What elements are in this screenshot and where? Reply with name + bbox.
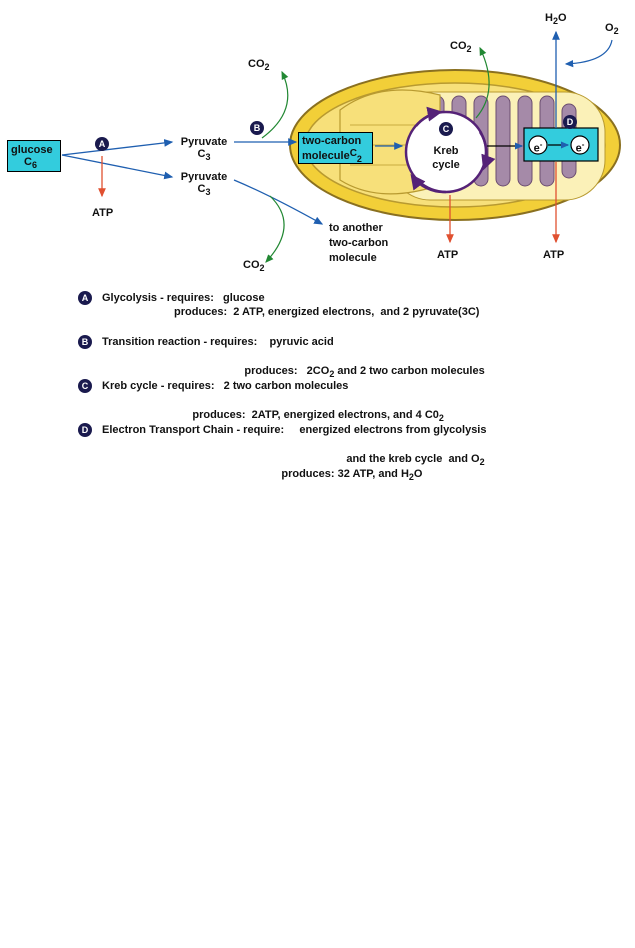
pyruvate-top-subscript: 3	[205, 152, 211, 163]
legend-item-transition: B Transition reaction - requires: pyruvi…	[78, 334, 618, 380]
two-carbon-subscript: 2	[356, 154, 362, 165]
legend-item-etc: D Electron Transport Chain - require: en…	[78, 422, 618, 483]
glucose-formula: C	[24, 156, 32, 168]
electron-left: e-	[533, 140, 543, 155]
co2-krebs: CO2	[450, 40, 472, 55]
legend-item-krebs: C Kreb cycle - requires: 2 two carbon mo…	[78, 378, 618, 424]
legend-badge-d: D	[78, 422, 92, 437]
badge-d: D	[563, 115, 577, 129]
pyruvate-bottom-subscript: 3	[205, 187, 211, 198]
pyruvate-bottom: Pyruvate C3	[176, 171, 232, 198]
two-carbon-box: two-carbon moleculeC2	[298, 132, 373, 164]
pyruvate-bottom-label: Pyruvate	[180, 171, 228, 183]
pyruvate-top-formula: C	[197, 148, 206, 160]
legend-etc-requires: Electron Transport Chain - require: ener…	[102, 423, 487, 436]
legend-transition-produces: produces: 2CO2 and 2 two carbon molecule…	[244, 365, 485, 380]
two-carbon-line2: molecule	[302, 150, 350, 162]
glucose-subscript: 6	[31, 160, 37, 171]
electron-right: e-	[575, 140, 585, 155]
co2-transition-bottom: CO2	[243, 259, 265, 274]
cellular-respiration-diagram: glucose C6 A B C D ATP Pyruvate C3 Pyruv…	[0, 0, 635, 290]
legend: A Glycolysis - requires: glucose produce…	[78, 290, 618, 483]
legend-item-glycolysis: A Glycolysis - requires: glucose produce…	[78, 290, 618, 320]
atp-etc: ATP	[543, 249, 565, 261]
badge-c: C	[439, 122, 453, 136]
legend-glycolysis-requires: Glycolysis - requires: glucose	[102, 291, 265, 304]
legend-krebs-requires: Kreb cycle - requires: 2 two carbon mole…	[102, 379, 349, 392]
legend-badge-b: B	[78, 334, 92, 349]
h2o-label: H2O	[545, 12, 567, 27]
legend-transition-requires: Transition reaction - requires: pyruvic …	[102, 335, 334, 348]
pyruvate-bottom-formula: C	[197, 183, 206, 195]
badge-b: B	[250, 121, 264, 135]
glucose-box: glucose C6	[7, 140, 61, 172]
pyruvate-top-label: Pyruvate	[180, 136, 228, 148]
co2-transition-top: CO2	[248, 58, 270, 73]
legend-etc-produces: produces: 32 ATP, and H2O	[281, 468, 423, 483]
badge-a: A	[95, 137, 109, 151]
legend-badge-a: A	[78, 290, 92, 305]
legend-etc-requires-cont: and the kreb cycle and O2	[346, 453, 485, 468]
legend-badge-c: C	[78, 378, 92, 393]
atp-glycolysis: ATP	[92, 207, 114, 219]
another-two-carbon-label: to another two-carbon molecule	[329, 222, 389, 264]
atp-krebs: ATP	[437, 249, 459, 261]
o2-label: O2	[605, 22, 619, 37]
glucose-label: glucose	[11, 144, 53, 156]
legend-glycolysis-produces: produces: 2 ATP, energized electrons, an…	[174, 306, 480, 318]
kreb-cycle-label: Kreb cycle	[432, 145, 460, 171]
pyruvate-top: Pyruvate C3	[176, 136, 232, 163]
two-carbon-line1: two-carbon	[302, 135, 362, 147]
legend-krebs-produces: produces: 2ATP, energized electrons, and…	[192, 409, 444, 424]
diagram-graphics	[61, 30, 621, 263]
two-carbon-formula: C	[349, 148, 357, 159]
